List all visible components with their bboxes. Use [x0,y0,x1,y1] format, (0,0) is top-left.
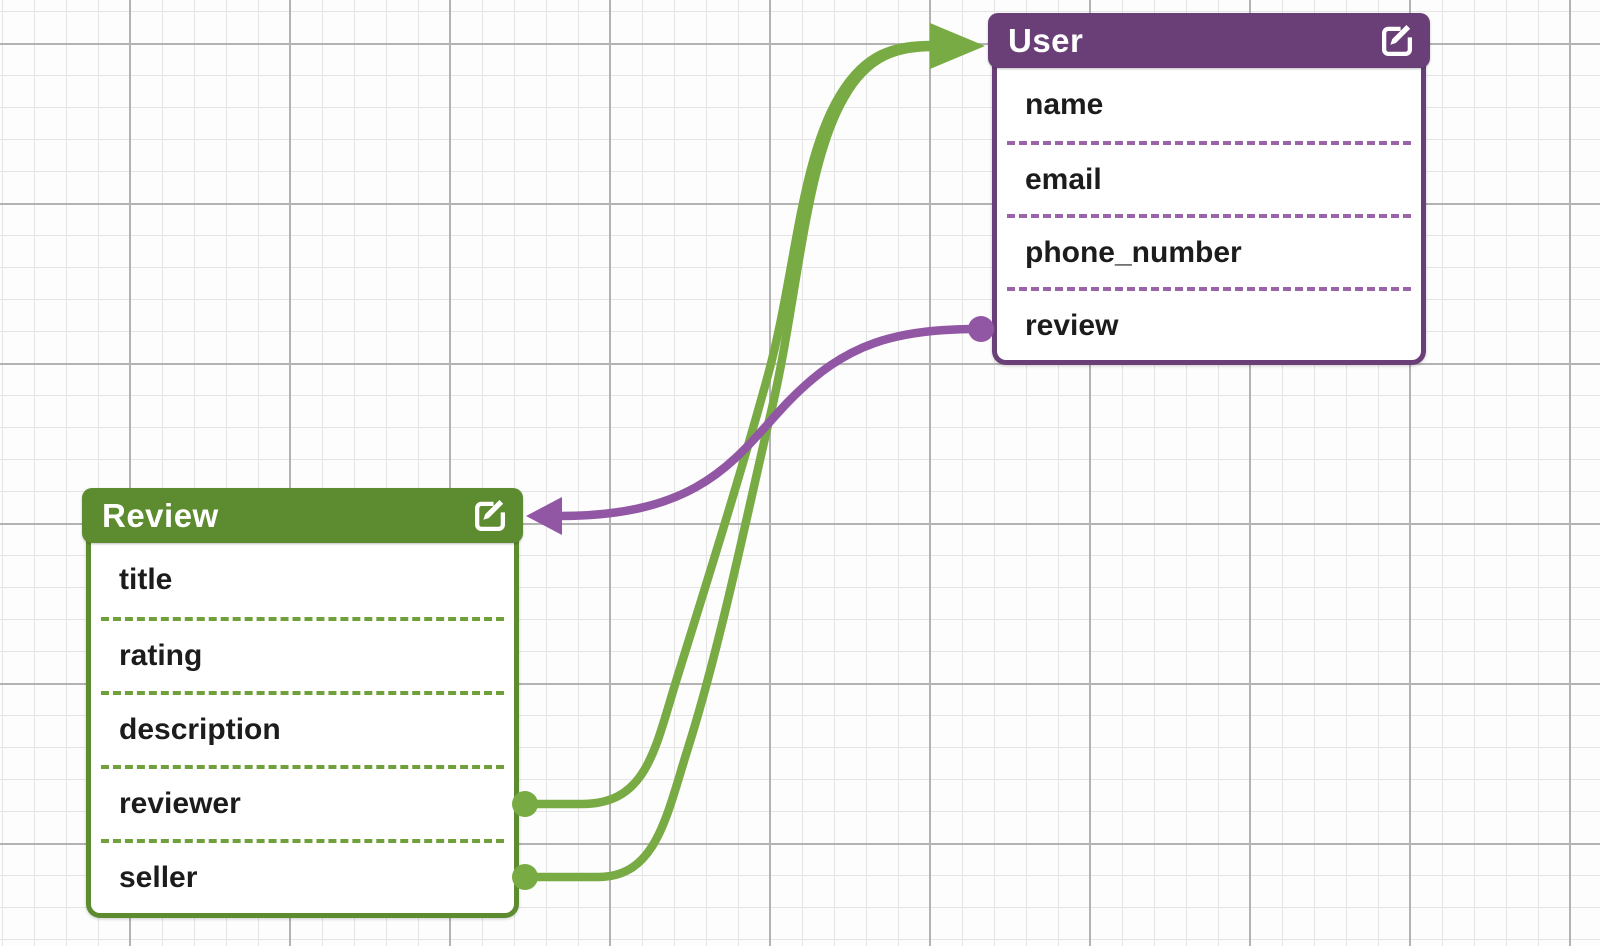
field-row-rating[interactable]: rating [101,617,504,691]
relation-reviewer-to-user-line[interactable] [520,40,938,809]
entity-review[interactable]: Review title rating description reviewer… [82,488,523,918]
field-label: title [119,563,173,596]
field-label: reviewer [119,787,241,820]
connection-dot-seller[interactable] [512,864,538,890]
field-row-reviewer[interactable]: reviewer [101,765,504,839]
edit-icon-glyph [1382,24,1412,56]
field-label: email [1025,162,1102,196]
entity-user-header[interactable]: User [988,13,1430,68]
field-row-seller[interactable]: seller [101,839,504,913]
arrowhead-to-user[interactable] [930,23,985,69]
field-row-email[interactable]: email [1007,141,1411,214]
field-row-description[interactable]: description [101,691,504,765]
field-label: seller [119,861,198,894]
field-row-title[interactable]: title [101,543,504,617]
field-label: name [1025,87,1104,121]
field-row-name[interactable]: name [1007,68,1411,141]
field-row-phone-number[interactable]: phone_number [1007,214,1411,287]
field-label: phone_number [1025,235,1242,269]
connection-dot-review[interactable] [968,316,994,342]
entity-user-body: name email phone_number review [992,60,1426,365]
entity-user[interactable]: User name email phone_number review [988,13,1430,365]
connection-dot-reviewer[interactable] [512,791,538,817]
field-label: review [1025,308,1119,342]
edit-icon[interactable] [1376,20,1418,62]
entity-review-body: title rating description reviewer seller [86,535,519,918]
entity-review-title: Review [102,496,219,534]
edit-icon[interactable] [469,495,511,537]
edit-icon-glyph [475,499,505,531]
field-label: description [119,713,281,746]
relation-review-to-review-line[interactable] [555,324,987,521]
arrowhead-to-review[interactable] [526,497,562,535]
field-row-review[interactable]: review [1007,287,1411,360]
entity-review-header[interactable]: Review [82,488,523,543]
field-label: rating [119,639,203,672]
entity-user-title: User [1008,21,1084,59]
